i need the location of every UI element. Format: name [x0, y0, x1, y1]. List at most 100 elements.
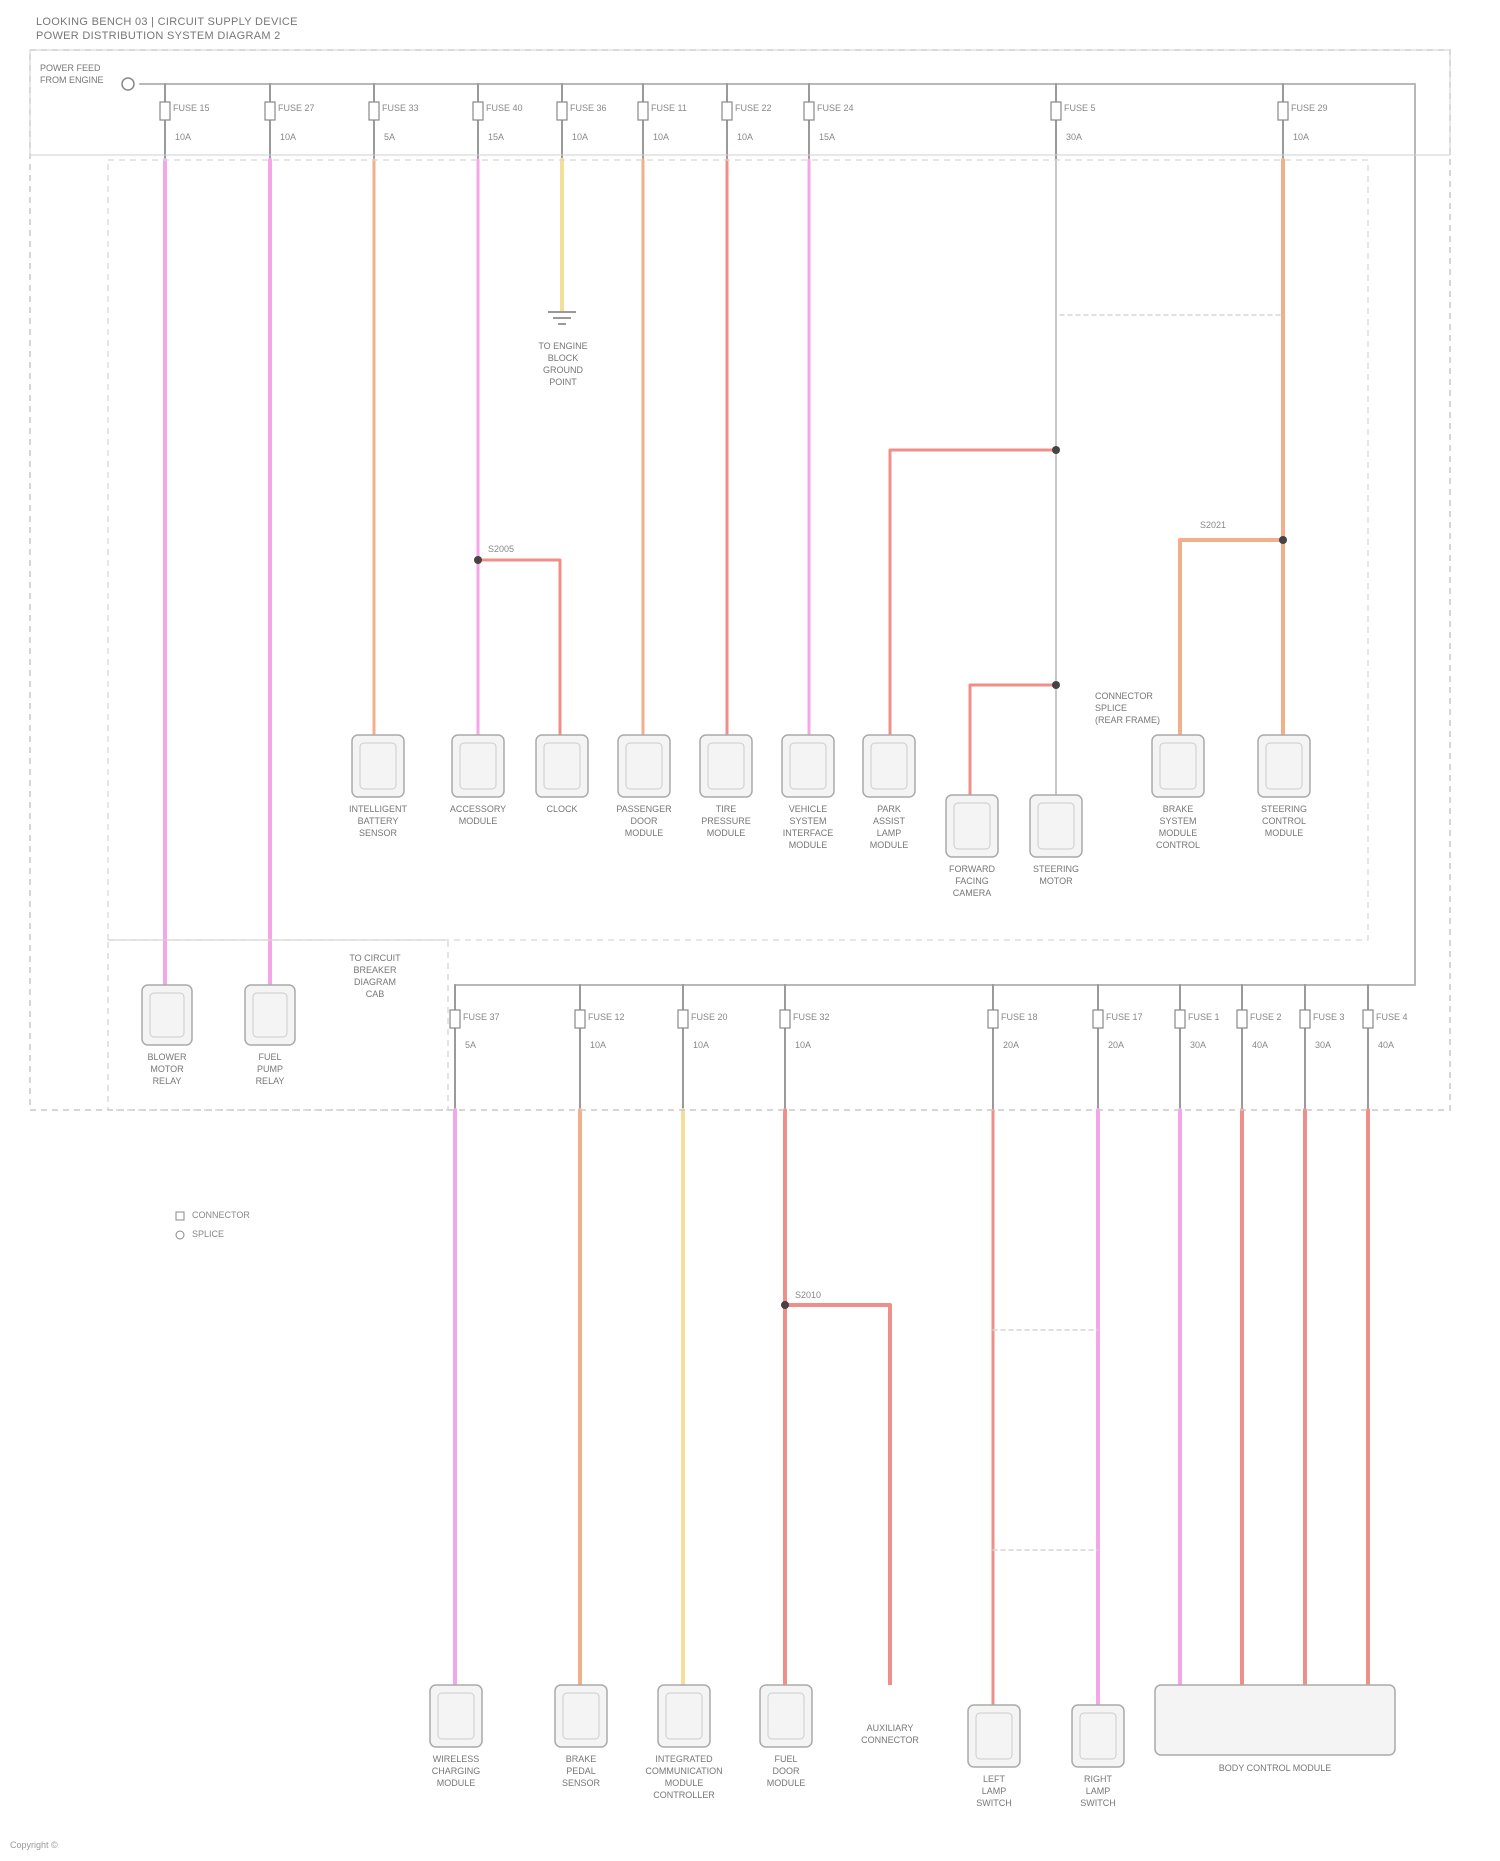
fuse-label: FUSE 24	[817, 103, 854, 113]
fuse-rating: 40A	[1252, 1040, 1268, 1050]
bottom-component-6: RIGHT LAMP SWITCH	[1042, 1773, 1154, 1809]
fuse-label: FUSE 20	[691, 1012, 728, 1022]
fuse-fuse-20	[678, 1010, 688, 1028]
fuse-rating: 10A	[653, 132, 669, 142]
top-component-8: STEERING MOTOR	[1000, 863, 1112, 887]
fuse-fuse-11	[638, 102, 648, 120]
supply-label: POWER FEED FROM ENGINE	[40, 62, 104, 86]
splice-s2005	[474, 556, 482, 564]
fuse-fuse-1	[1175, 1010, 1185, 1028]
wire-fuse5-branch2	[970, 685, 1056, 795]
splice-label-s2021: S2021	[1200, 520, 1226, 530]
top-component-6: PARK ASSIST LAMP MODULE	[833, 803, 945, 851]
top-component-0: INTELLIGENT BATTERY SENSOR	[322, 803, 434, 839]
legend-connector: CONNECTOR	[192, 1210, 250, 1220]
fuse-label: FUSE 18	[1001, 1012, 1038, 1022]
fuse-label: FUSE 36	[570, 103, 607, 113]
body-control-module: BODY CONTROL MODULE	[1180, 1762, 1370, 1774]
footer-copyright: Copyright ©	[10, 1840, 58, 1850]
wire-fuse32-branch	[785, 1305, 890, 1685]
fuse-fuse-24	[804, 102, 814, 120]
fuse-rating: 40A	[1378, 1040, 1394, 1050]
fuse-label: FUSE 40	[486, 103, 523, 113]
splice-fuse5	[1052, 446, 1060, 454]
fuse-rating: 10A	[280, 132, 296, 142]
fuse-fuse-22	[722, 102, 732, 120]
fuse-fuse-37	[450, 1010, 460, 1028]
fuse-fuse-33	[369, 102, 379, 120]
fuse-label: FUSE 3	[1313, 1012, 1345, 1022]
wire-fuse29-branch	[1180, 540, 1283, 735]
fuse-rating: 15A	[488, 132, 504, 142]
fuse-fuse-4	[1363, 1010, 1373, 1028]
bottom-component-0: WIRELESS CHARGING MODULE	[400, 1753, 512, 1789]
fuse-fuse-32	[780, 1010, 790, 1028]
fuse-fuse-2	[1237, 1010, 1247, 1028]
legend-splice: SPLICE	[192, 1229, 224, 1239]
bottom-component-1: BRAKE PEDAL SENSOR	[525, 1753, 637, 1789]
fuse-label: FUSE 2	[1250, 1012, 1282, 1022]
fuse-fuse-5	[1051, 102, 1061, 120]
fuse-rating: 10A	[572, 132, 588, 142]
bottom-component-5: LEFT LAMP SWITCH	[938, 1773, 1050, 1809]
fuse-label: FUSE 33	[382, 103, 419, 113]
fuse-rating: 30A	[1315, 1040, 1331, 1050]
fuse-rating: 10A	[590, 1040, 606, 1050]
fuse-fuse-15	[160, 102, 170, 120]
fuse-label: FUSE 12	[588, 1012, 625, 1022]
fuse-rating: 10A	[1293, 132, 1309, 142]
fuse-rating: 10A	[795, 1040, 811, 1050]
splice-s2010	[781, 1301, 789, 1309]
fuse-fuse-17	[1093, 1010, 1103, 1028]
fuse-fuse-18	[988, 1010, 998, 1028]
wire-fuse40-branch	[478, 560, 560, 735]
relay-blower: BLOWER MOTOR RELAY	[112, 1051, 222, 1087]
legend-connector-icon	[176, 1212, 184, 1220]
splice-s2021	[1279, 536, 1287, 544]
wire-fuse5-branch	[890, 450, 1056, 735]
splice-label-s2010: S2010	[795, 1290, 821, 1300]
fuse-label: FUSE 27	[278, 103, 315, 113]
ground-label: TO ENGINE BLOCK GROUND POINT	[528, 340, 598, 388]
fuse-label: FUSE 17	[1106, 1012, 1143, 1022]
top-component-9: BRAKE SYSTEM MODULE CONTROL	[1122, 803, 1234, 851]
fuse-fuse-29	[1278, 102, 1288, 120]
splice-label-s2005: S2005	[488, 544, 514, 554]
fuse-rating: 15A	[819, 132, 835, 142]
top-component-10: STEERING CONTROL MODULE	[1228, 803, 1340, 839]
legend-splice-icon	[176, 1231, 184, 1239]
fuse-fuse-40	[473, 102, 483, 120]
fuse-label: FUSE 29	[1291, 103, 1328, 113]
splice-fuse5-b	[1052, 681, 1060, 689]
fuse-fuse-12	[575, 1010, 585, 1028]
fuse-label: FUSE 22	[735, 103, 772, 113]
fuse-rating: 30A	[1066, 132, 1082, 142]
bottom-component-3: FUEL DOOR MODULE	[730, 1753, 842, 1789]
auxiliary-connector: AUXILIARY CONNECTOR	[845, 1722, 935, 1746]
note-right: CONNECTOR SPLICE (REAR FRAME)	[1095, 690, 1160, 726]
fuse-rating: 10A	[737, 132, 753, 142]
fuse-label: FUSE 4	[1376, 1012, 1408, 1022]
supply-terminal	[122, 78, 134, 90]
fuse-rating: 10A	[175, 132, 191, 142]
fuse-label: FUSE 5	[1064, 103, 1096, 113]
fuse-rating: 5A	[384, 132, 395, 142]
fuse-fuse-3	[1300, 1010, 1310, 1028]
fuse-fuse-27	[265, 102, 275, 120]
relay-fuel-pump: FUEL PUMP RELAY	[215, 1051, 325, 1087]
fuse-box-frame	[30, 50, 1450, 1110]
bottom-component-2: INTEGRATED COMMUNICATION MODULE CONTROLL…	[628, 1753, 740, 1801]
fuse-rating: 20A	[1108, 1040, 1124, 1050]
fuse-label: FUSE 37	[463, 1012, 500, 1022]
body-control-module-box	[1155, 1685, 1395, 1755]
fuse-rating: 10A	[693, 1040, 709, 1050]
relay-note: TO CIRCUIT BREAKER DIAGRAM CAB	[335, 952, 415, 1000]
fuse-rating: 20A	[1003, 1040, 1019, 1050]
fuse-rating: 5A	[465, 1040, 476, 1050]
fuse-label: FUSE 32	[793, 1012, 830, 1022]
fuse-label: FUSE 11	[651, 103, 687, 113]
fuse-label: FUSE 15	[173, 103, 210, 113]
fuse-rating: 30A	[1190, 1040, 1206, 1050]
fuse-label: FUSE 1	[1188, 1012, 1220, 1022]
fuse-fuse-36	[557, 102, 567, 120]
